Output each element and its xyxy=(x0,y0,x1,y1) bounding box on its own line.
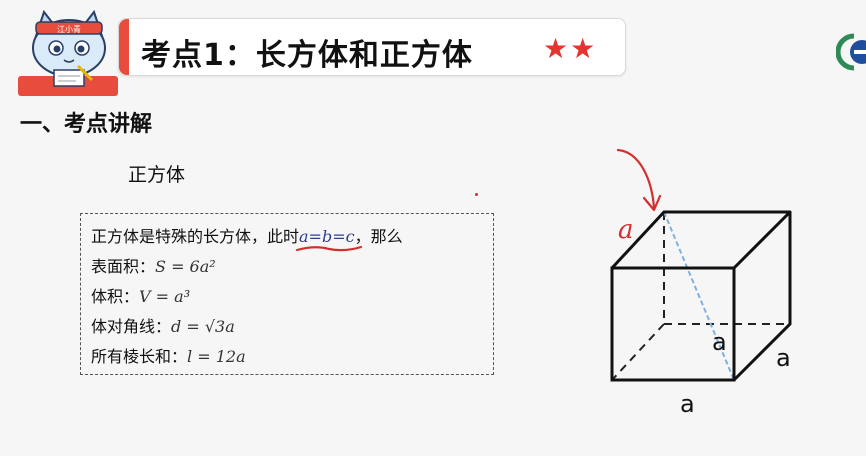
cube-diagram: a a a a xyxy=(610,148,792,418)
formula-box: 正方体是特殊的长方体，此时a=b=c，那么 表面积：S = 6a² 体积：V =… xyxy=(80,213,494,375)
topic-label: 正方体 xyxy=(128,164,186,186)
circle-badge-icon xyxy=(835,32,866,72)
formula-surface: 表面积：S = 6a² xyxy=(91,252,483,282)
formula-edges: 所有棱长和：l = 12a xyxy=(91,342,483,372)
topic-banner: 考点1：长方体和正方体 ★★ xyxy=(118,18,626,76)
formula-diagonal: 体对角线：d = √3a xyxy=(91,312,483,342)
surface-formula: S = 6a² xyxy=(155,257,216,276)
diagonal-formula: d = √3a xyxy=(171,317,235,336)
red-underline-annotation xyxy=(295,245,363,252)
mascot-headband-text: 江小青 xyxy=(57,24,81,34)
cat-mascot-icon: 江小青 xyxy=(14,6,124,100)
section-heading: 一、考点讲解 xyxy=(20,112,153,137)
intro-prefix: 正方体是特殊的长方体，此时 xyxy=(91,227,300,246)
difficulty-stars: ★★ xyxy=(543,32,598,65)
edges-formula: l = 12a xyxy=(187,347,246,366)
annotation-arrow-icon xyxy=(616,148,656,210)
cube-label-right: a xyxy=(776,344,791,372)
banner-accent xyxy=(119,19,129,75)
intro-suffix: ，那么 xyxy=(354,227,403,246)
volume-formula: V = a³ xyxy=(139,287,191,306)
diagonal-label: 体对角线： xyxy=(91,317,172,336)
cube-label-inner: a xyxy=(712,328,727,356)
surface-label: 表面积： xyxy=(91,257,156,276)
intro-math-wrap: a=b=c xyxy=(295,222,363,252)
annotation-dot xyxy=(475,193,478,196)
formula-volume: 体积：V = a³ xyxy=(91,282,483,312)
handwritten-a-label: a xyxy=(618,215,634,245)
formula-intro: 正方体是特殊的长方体，此时a=b=c，那么 xyxy=(91,222,483,252)
cube-label-bottom: a xyxy=(680,390,695,418)
intro-math: a=b=c xyxy=(299,227,355,246)
edges-label: 所有棱长和： xyxy=(91,347,188,366)
page-title: 考点1：长方体和正方体 xyxy=(141,38,473,73)
volume-label: 体积： xyxy=(91,287,140,306)
